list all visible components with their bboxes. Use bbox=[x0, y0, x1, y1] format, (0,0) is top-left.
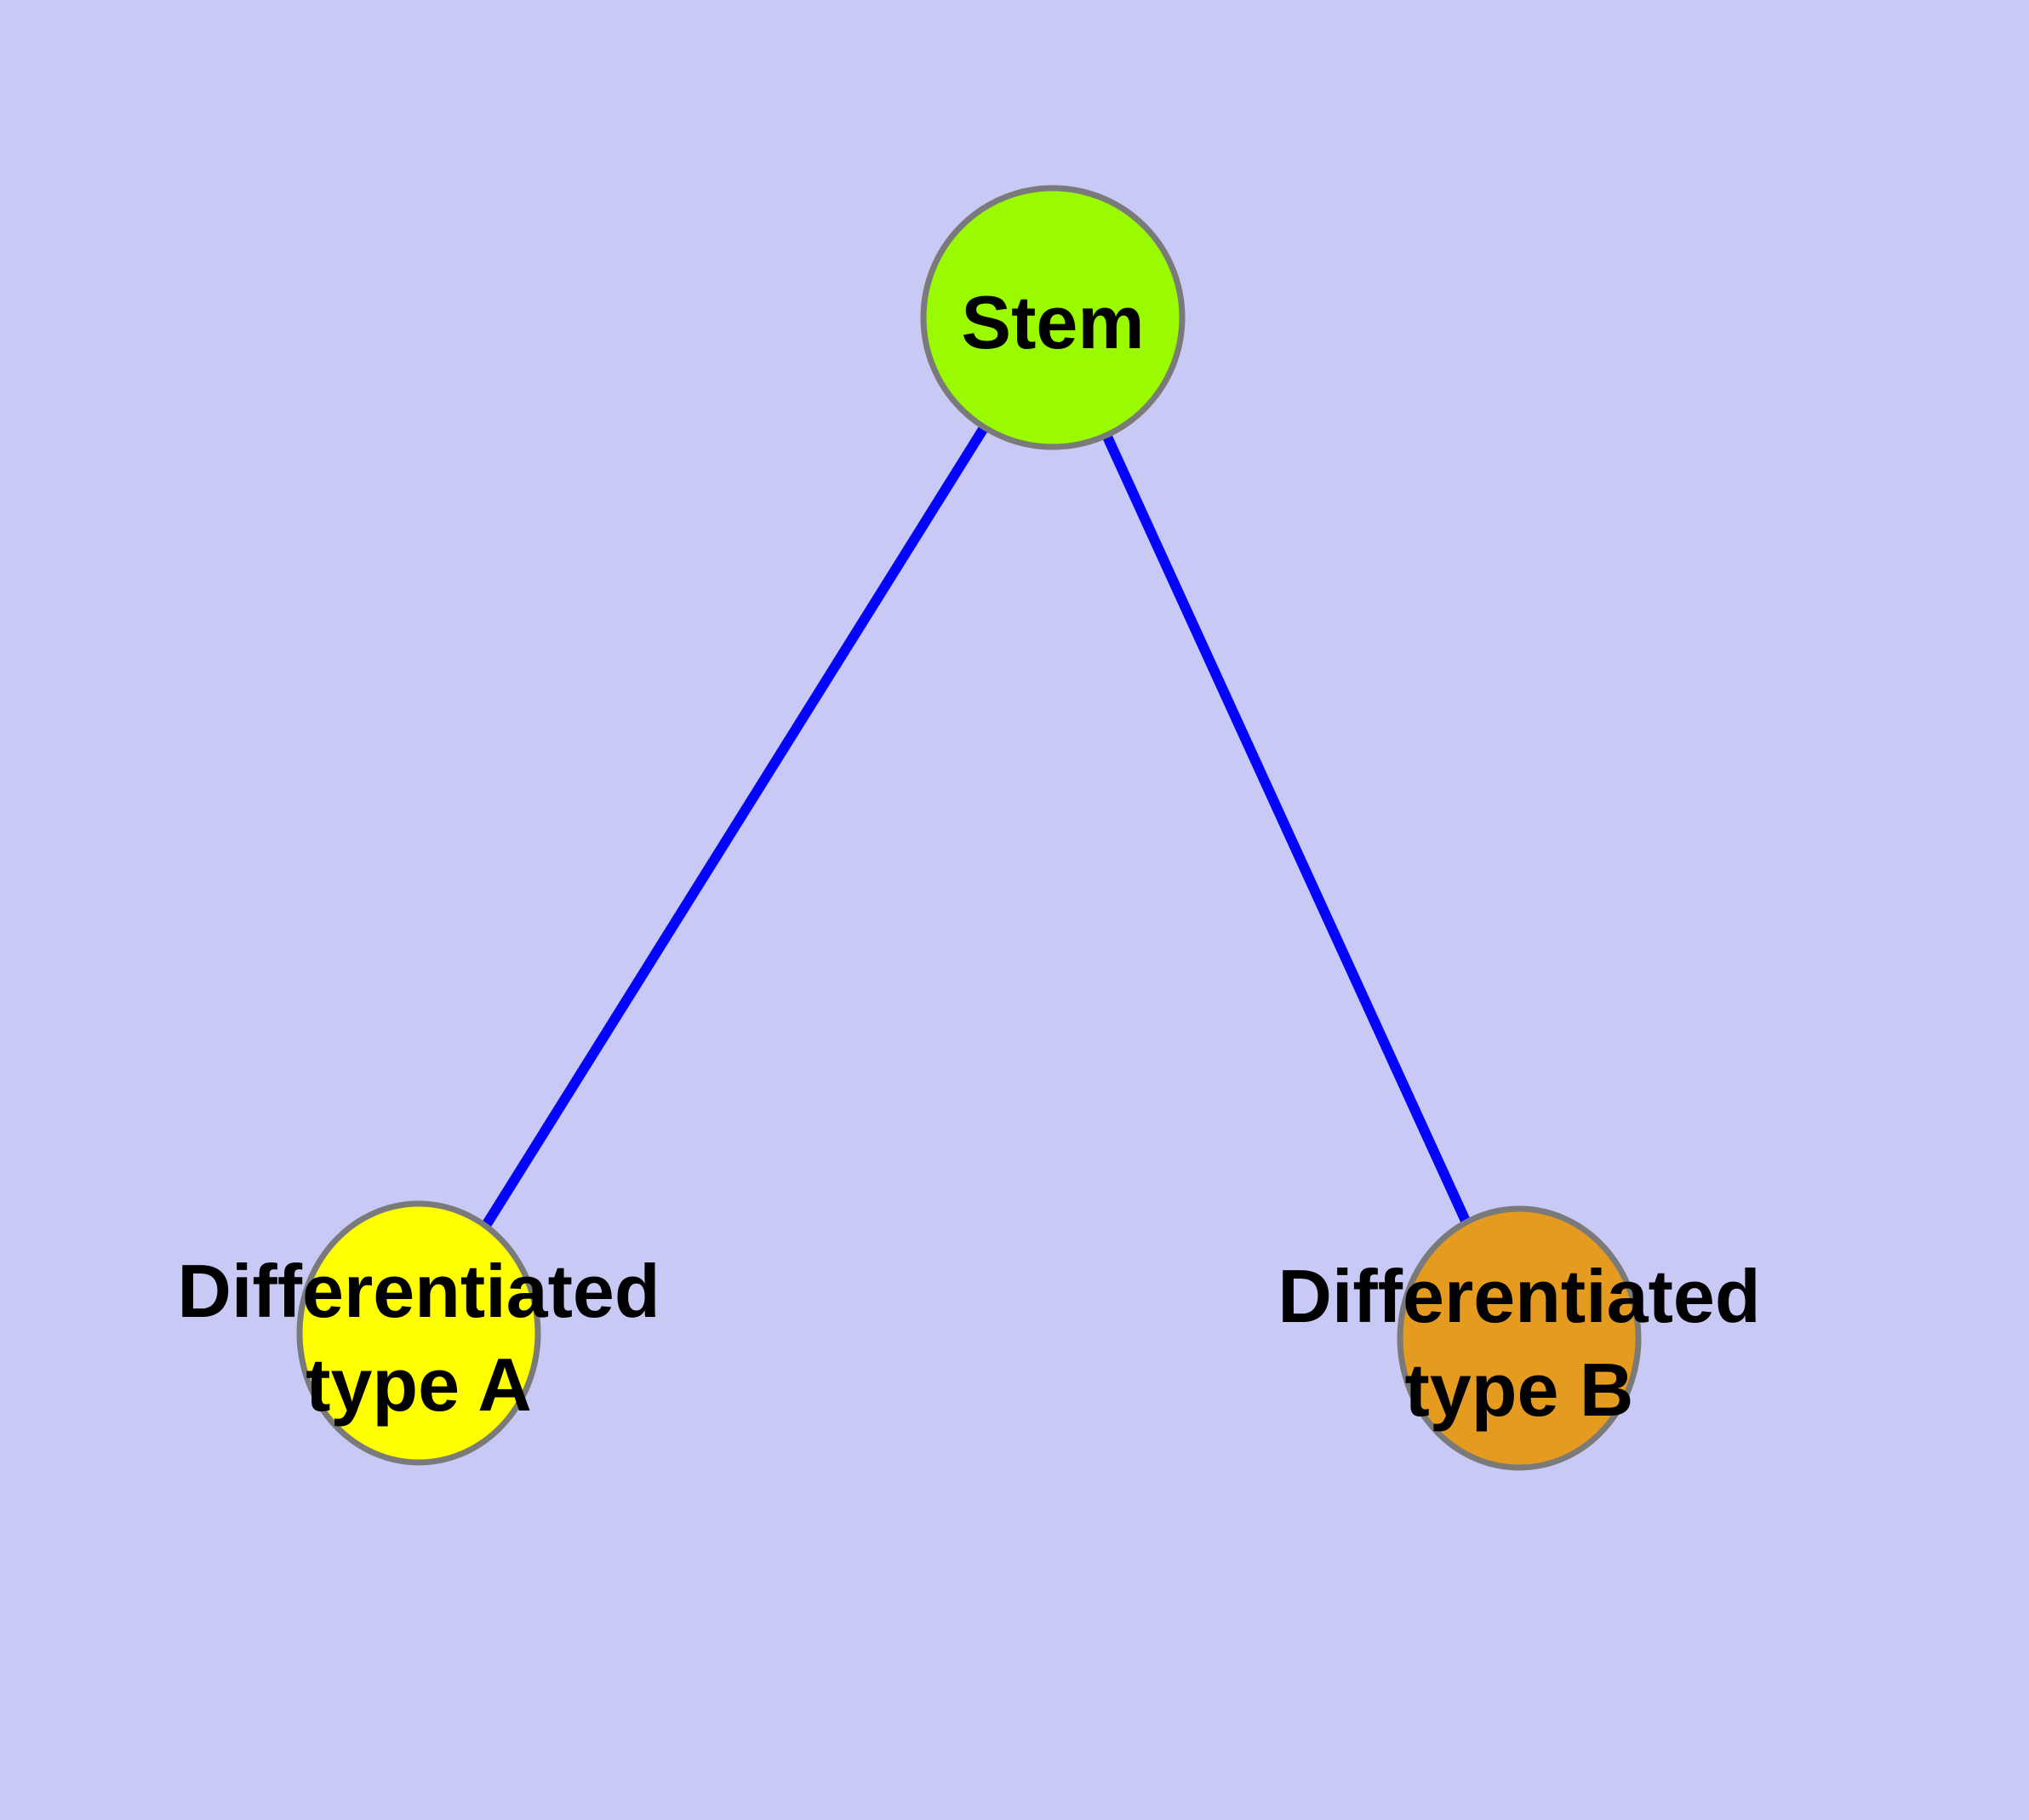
node-differentiated-type-b-label-line-2: type B bbox=[1405, 1348, 1634, 1432]
node-differentiated-type-a-shape[interactable] bbox=[296, 1200, 541, 1466]
node-differentiated-type-b-label-line-1: Differentiated bbox=[1277, 1254, 1760, 1338]
edge-stem-to-differentiated-type-b bbox=[1048, 315, 1524, 1341]
node-differentiated-type-a-label-line-1: Differentiated bbox=[177, 1249, 660, 1333]
node-differentiated-type-a[interactable]: Differentiated type A bbox=[177, 1200, 660, 1466]
node-differentiated-type-b-shape[interactable] bbox=[1397, 1205, 1642, 1471]
node-differentiated-type-b[interactable]: Differentiated type B bbox=[1277, 1205, 1761, 1471]
node-stem-label-line-1: Stem bbox=[961, 280, 1144, 364]
node-differentiated-type-a-label-line-2: type A bbox=[306, 1342, 532, 1427]
node-stem[interactable]: Stem bbox=[920, 185, 1186, 450]
node-stem-shape[interactable] bbox=[920, 185, 1186, 450]
edge-stem-to-differentiated-type-a bbox=[414, 314, 1058, 1336]
